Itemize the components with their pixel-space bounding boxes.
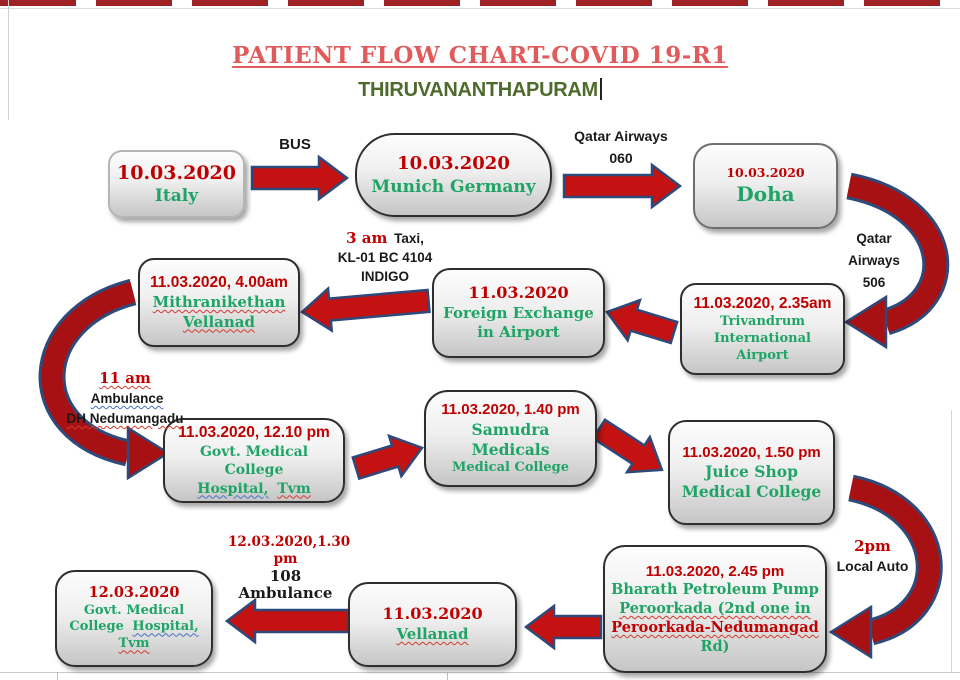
arrow-govt-mch-to-samudra [351,433,424,481]
node-mithranikethan-line2: Vellanad [182,312,256,331]
node-samudra-sub: Medical College [451,459,570,475]
node-trivandrum-line2: International [714,330,811,346]
local-auto-time-text: 2pm [854,537,891,555]
node-foreign-exchange: 11.03.2020 Foreign Exchange in Airport [432,268,605,358]
node-govt-mch-2-hospital: Hospital, [132,619,199,635]
node-vellanad-place: Vellanad [396,625,469,644]
node-doha-date: 10.03.2020 [726,164,805,180]
label-ambulance-108: 12.03.2020,1.30 pm 108 Ambulance [228,534,351,602]
flight-060-text: 060 [609,150,633,166]
arrow-munich-to-doha [562,162,683,210]
node-govt-mch-2-tvm: Tvm [118,636,150,652]
curve-arrow-mithranikethan-to-govt-mch [38,278,171,481]
node-munich-place: Munich Germany [371,176,536,197]
node-samudra-medicals: 11.03.2020, 1.40 pm Samudra Medicals Med… [424,390,597,487]
taxi-indigo-text: INDIGO [360,269,409,284]
node-govt-mch-1-line1: Govt. Medical College [199,444,309,479]
node-juice-shop: 11.03.2020, 1.50 pm Juice Shop Medical C… [668,420,835,525]
page-right-edge-line [951,410,952,673]
node-govt-mch-2: 12.03.2020 Govt. Medical College Hospita… [55,570,213,667]
node-doha: 10.03.2020 Doha [693,143,838,229]
label-ambulance-11am: 11 am Ambulance DH Nedumangadu [60,368,190,429]
ambulance-vehicle-text: Ambulance [90,391,164,406]
node-govt-mch-1-hospital: Hospital, [197,480,269,497]
node-samudra-name: Samudra Medicals [471,419,550,459]
node-trivandrum-line1: Trivandrum [719,313,806,329]
node-trivandrum-date: 11.03.2020, 2.35am [693,294,832,312]
node-trivandrum-line3: Airport [736,347,789,363]
page-left-edge-line [8,0,9,120]
airways-text: Airways [848,253,900,268]
ambulance-108-text: 108 Ambulance [238,567,333,602]
arrow-vellanad-to-govt-mch-2 [224,597,350,645]
node-munich-germany: 10.03.2020 Munich Germany [355,133,552,217]
flight-506-text: 506 [862,275,886,290]
label-qatar-airways-506: Qatar Airways 506 [834,228,914,294]
qatar-text: Qatar [856,231,892,246]
taxi-plate-text: KL-01 BC 4104 [337,250,433,265]
node-govt-mch-1: 11.03.2020, 12.10 pm Govt. Medical Colle… [163,418,345,503]
node-mithranikethan: 11.03.2020, 4.00am Mithranikethan Vellan… [138,258,300,347]
node-govt-mch-1-tvm: Tvm [277,480,311,497]
node-govt-mch-2-date: 12.03.2020 [88,583,180,601]
label-taxi: 3 am Taxi, KL-01 BC 4104 INDIGO [327,229,443,286]
page-subtitle[interactable]: THIRUVANANTHAPURAM [358,79,602,101]
node-bharath-line2: Peroorkada (2nd one in [619,599,811,617]
page-bottom-line [0,672,960,673]
node-bharath-line1: Bharath Petroleum Pump [611,581,819,599]
arrow-foreign-exchange-to-mithranikethan [299,286,431,333]
node-juice-shop-line2: Medical College [681,482,822,502]
ambulance-108-date-text: 12.03.2020,1.30 [228,534,351,550]
arrow-italy-to-munich [250,154,350,202]
page-top-gray-line [0,8,960,9]
node-munich-date: 10.03.2020 [397,153,510,175]
node-govt-mch-2-line1: Govt. Medical [83,602,185,618]
node-govt-mch-2-college: College [69,619,124,635]
arrow-samudra-to-juice-shop [591,418,664,474]
label-bus: BUS [279,136,311,153]
taxi-vehicle-text: Taxi, [394,231,424,246]
node-trivandrum-airport: 11.03.2020, 2.35am Trivandrum Internatio… [680,283,845,375]
node-vellanad-date: 11.03.2020 [382,604,483,624]
arrow-bharath-to-vellanad [523,603,603,651]
node-italy: 10.03.2020 Italy [108,150,245,218]
curve-arrow-juice-shop-to-bharath [828,474,943,660]
node-foreign-exchange-line2: in Airport [477,323,560,342]
dh-nedumangadu-text: DH Nedumangadu [66,411,184,426]
page-title: PATIENT FLOW CHART-COVID 19-R1 [232,42,728,69]
node-bharath-date: 11.03.2020, 2.45 pm [645,562,785,580]
node-juice-shop-date: 11.03.2020, 1.50 pm [682,443,821,461]
taxi-time-text: 3 am [346,229,388,247]
node-juice-shop-line1: Juice Shop [705,462,798,482]
table-grid-stub [447,672,448,680]
node-bharath-line3: Peroorkada-Nedumangad [611,618,819,636]
label-local-auto: 2pm Local Auto [830,536,915,576]
node-bharath-petroleum: 11.03.2020, 2.45 pm Bharath Petroleum Pu… [603,545,827,673]
page-top-red-border [0,0,960,6]
label-qatar-airways-060: Qatar Airways 060 [556,125,686,169]
node-italy-place: Italy [154,186,199,207]
qatar-airways-text: Qatar Airways [574,128,668,144]
ambulance-108-pm-text: pm [273,551,298,567]
node-vellanad: 11.03.2020 Vellanad [348,582,517,667]
node-mithranikethan-line1: Mithranikethan [152,293,286,312]
node-mithranikethan-date: 11.03.2020, 4.00am [150,273,288,291]
curve-arrow-doha-to-trivandrum [843,172,950,350]
node-foreign-exchange-date: 11.03.2020 [468,283,569,303]
node-italy-date: 10.03.2020 [117,161,236,184]
arrow-trivandrum-to-foreign-exchange [605,298,679,345]
ambulance-time-text: 11 am [99,369,151,387]
node-bharath-line4: Rd) [700,637,730,655]
node-doha-place: Doha [736,182,795,207]
node-samudra-date: 11.03.2020, 1.40 pm [441,401,580,419]
node-govt-mch-1-date: 11.03.2020, 12.10 pm [178,424,330,442]
node-foreign-exchange-line1: Foreign Exchange [443,303,594,322]
local-auto-vehicle-text: Local Auto [836,558,909,574]
table-grid-stub [57,672,58,680]
